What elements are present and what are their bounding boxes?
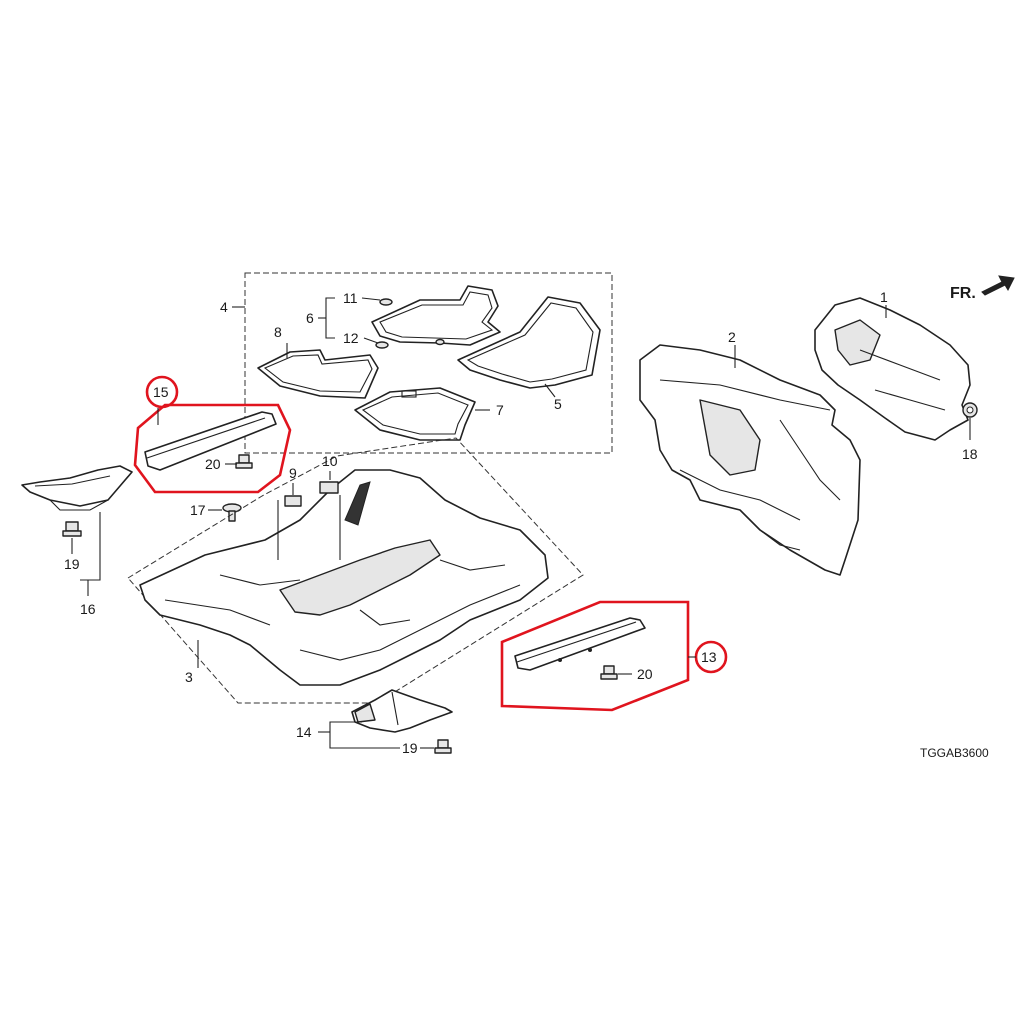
floor-mat-set-box [244,272,613,454]
floor-mat-rear-right[interactable] [354,387,476,441]
label-11: 11 [343,290,358,306]
label-14: 14 [296,724,312,740]
clip-20-lower [600,665,618,680]
floor-mat-front-left[interactable] [371,285,501,346]
item-13-highlight-box [500,600,690,712]
fastener-9 [284,495,302,507]
label-16: 16 [80,601,96,617]
clip-18 [962,402,978,418]
item-1-group: 1 18 [814,289,978,462]
label-19-lower: 19 [402,740,418,756]
label-6: 6 [306,310,314,326]
clip-11 [379,298,393,306]
fastener-10 [319,481,339,494]
front-side-trim-right[interactable] [351,689,453,733]
front-side-trim-left[interactable] [21,465,133,507]
label-18: 18 [962,446,978,462]
rear-sill-plate[interactable] [144,411,277,471]
floor-carpet-group: 3 [127,437,584,704]
label-7: 7 [496,402,504,418]
label-1: 1 [880,289,888,305]
label-3: 3 [185,669,193,685]
label-15: 15 [153,384,169,400]
item-16-group: 19 16 [21,465,133,617]
label-10: 10 [322,453,338,469]
label-13: 13 [701,649,717,665]
clip-19-lower [434,739,452,754]
item-15-callout-circle [145,375,179,409]
item-2-group: 2 [639,329,861,576]
floor-mat-set-group: 4 8 6 11 12 5 7 [220,272,613,454]
label-12: 12 [343,330,359,346]
direction-label: FR. [950,285,976,302]
items-9-10-group: 9 10 [277,453,341,560]
item-13-highlight-group: 13 20 [500,600,728,712]
label-19-left: 19 [64,556,80,572]
clip-17 [222,503,242,522]
label-9: 9 [289,465,297,481]
label-17: 17 [190,502,206,518]
clip-12 [375,341,389,349]
clip-20-upper [235,454,253,469]
label-2: 2 [728,329,736,345]
label-5: 5 [554,396,562,412]
front-direction-indicator: FR. [950,275,1015,302]
item-14-group: 14 19 [296,689,453,756]
front-sill-plate[interactable] [514,617,646,671]
floor-mat-front-right[interactable] [457,296,601,389]
clip-19-left [62,521,82,537]
item-17-group: 17 [190,502,242,522]
item-15-highlight-group: 15 20 [133,375,292,494]
diagram-code: TGGAB3600 [920,746,989,760]
floor-carpet-box [127,437,584,704]
label-20-lower: 20 [637,666,653,682]
label-8: 8 [274,324,282,340]
dashboard-insulator-inner[interactable] [814,297,971,441]
label-4: 4 [220,299,228,315]
item-15-highlight-box [133,403,292,494]
label-20-upper: 20 [205,456,221,472]
front-arrow-icon [981,275,1015,296]
